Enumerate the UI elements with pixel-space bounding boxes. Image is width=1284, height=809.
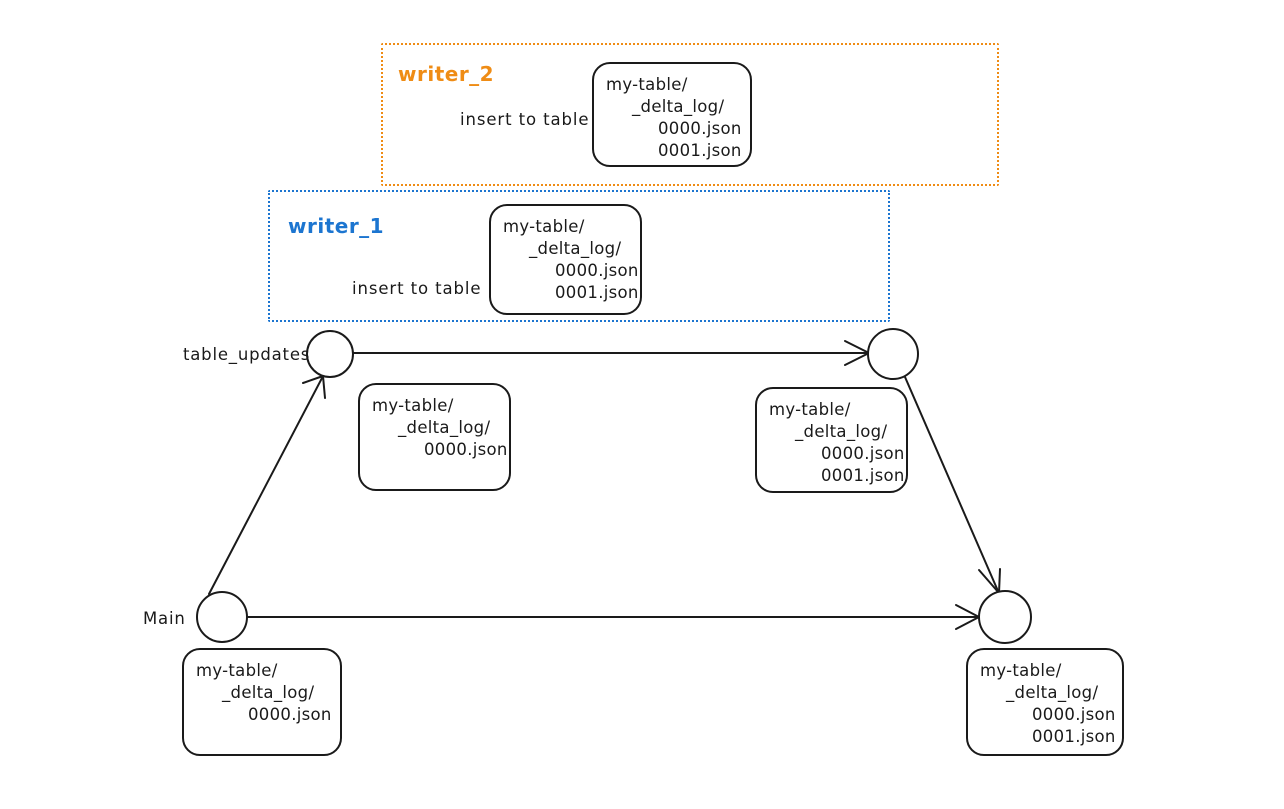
file-box-main-end: my-table/ _delta_log/ 0000.json 0001.jso… (966, 648, 1124, 756)
file-line: 0000.json (555, 260, 639, 280)
node-table-updates-start (306, 330, 354, 378)
region-writer-2 (381, 43, 999, 186)
branch-label-table-updates: table_updates (183, 345, 311, 364)
file-line: 0000.json (424, 439, 508, 459)
file-line: _delta_log/ (222, 682, 315, 702)
file-line: 0000.json (658, 118, 742, 138)
file-line: my-table/ (372, 396, 454, 415)
file-line: my-table/ (606, 75, 688, 94)
file-line: my-table/ (980, 661, 1062, 680)
writer-2-caption: insert to table (460, 110, 590, 129)
writer-1-caption: insert to table (352, 279, 482, 298)
file-line: _delta_log/ (529, 238, 622, 258)
file-line: 0000.json (1032, 704, 1116, 724)
node-table-updates-end (867, 328, 919, 380)
edge-table-updates-to-main-merge (904, 376, 1001, 594)
file-box-writer2: my-table/ _delta_log/ 0000.json 0001.jso… (592, 62, 752, 167)
edge-main-to-table-updates-branch (208, 375, 326, 595)
node-main-start (196, 591, 248, 643)
file-line: _delta_log/ (1006, 682, 1099, 702)
edge-main-start-to-end (246, 604, 980, 630)
file-line: my-table/ (196, 661, 278, 680)
file-line: my-table/ (503, 217, 585, 236)
file-line: 0000.json (248, 704, 332, 724)
edge-table-updates-start-to-end (352, 340, 870, 366)
file-line-highlight: 0001.json (1032, 726, 1116, 746)
file-line-highlight: 0001.json (658, 140, 742, 160)
file-line-highlight: 0001.json (821, 465, 905, 485)
node-main-end (978, 590, 1032, 644)
file-line: _delta_log/ (795, 421, 888, 441)
file-line: my-table/ (769, 400, 851, 419)
branch-label-main: Main (143, 609, 186, 628)
file-line-highlight: 0001.json (555, 282, 639, 302)
file-box-table-updates-start: my-table/ _delta_log/ 0000.json (358, 383, 511, 491)
file-line: _delta_log/ (632, 96, 725, 116)
file-box-main-start: my-table/ _delta_log/ 0000.json (182, 648, 342, 756)
region-writer-1-label: writer_1 (288, 214, 385, 238)
file-box-writer1: my-table/ _delta_log/ 0000.json 0001.jso… (489, 204, 642, 315)
file-line: 0000.json (821, 443, 905, 463)
file-box-table-updates-end: my-table/ _delta_log/ 0000.json 0001.jso… (755, 387, 908, 493)
file-line: _delta_log/ (398, 417, 491, 437)
region-writer-2-label: writer_2 (398, 62, 495, 86)
region-writer-1 (268, 190, 890, 322)
